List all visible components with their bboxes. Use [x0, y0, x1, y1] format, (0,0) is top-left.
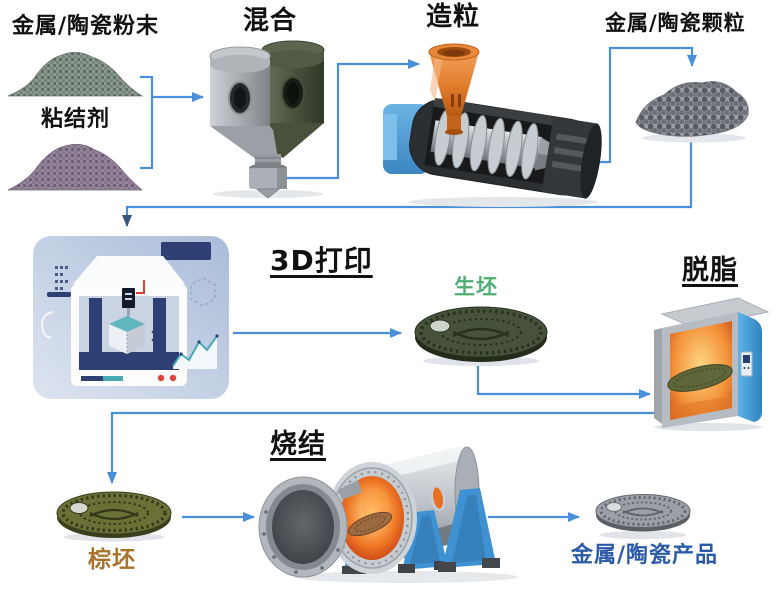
debinding-step-label: 脱脂	[682, 255, 738, 286]
sintering-furnace-illustration	[258, 446, 518, 583]
granules-label: 金属/陶瓷颗粒	[605, 11, 746, 35]
deco-arc	[40, 311, 54, 339]
mixer-illustration	[209, 40, 325, 199]
printing-step-label: 3D打印	[270, 244, 373, 277]
deco-dot-matrix	[55, 266, 68, 290]
printer-illustration	[33, 236, 229, 399]
progress-bar-dark	[81, 376, 103, 381]
brown-body-label: 棕坯	[88, 547, 136, 573]
granulator-extruder-illustration	[383, 43, 602, 207]
debinding-furnace-illustration	[654, 297, 770, 431]
granules-pile	[635, 81, 749, 143]
binder-powder-pile	[7, 143, 144, 191]
binder-label: 粘结剂	[41, 107, 111, 132]
mixing-step-label: 混合	[243, 6, 298, 36]
brown-body-disc	[56, 491, 172, 542]
deco-area-chart	[173, 336, 217, 369]
product-disc	[595, 494, 691, 539]
furnace-window	[430, 484, 446, 512]
metal-ceramic-powder-pile	[7, 52, 144, 97]
sintering-step-label: 烧结	[270, 429, 326, 460]
deco-rect	[161, 242, 211, 260]
green-body-disc	[414, 306, 548, 366]
deco-hexagon	[190, 277, 216, 307]
progress-bar-teal	[103, 376, 123, 381]
product-label: 金属/陶瓷产品	[571, 543, 719, 568]
printer-cable	[136, 280, 145, 294]
deco-dots	[151, 330, 163, 346]
granulation-step-label: 造粒	[426, 2, 481, 32]
powder-label: 金属/陶瓷粉末	[12, 14, 160, 39]
green-body-label: 生坯	[454, 275, 498, 299]
